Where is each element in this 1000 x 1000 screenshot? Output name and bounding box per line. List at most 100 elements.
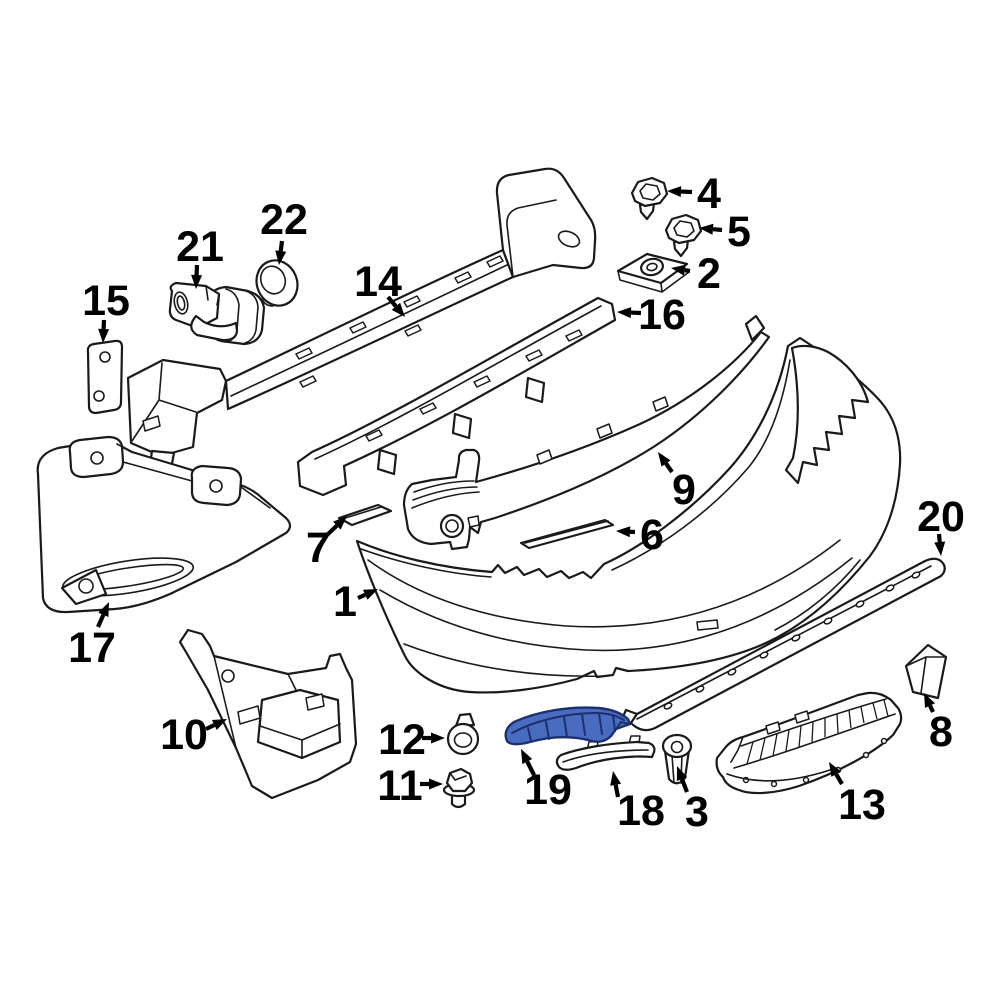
part-16-absorber-bar-detail[interactable] xyxy=(296,296,617,497)
callout-arrowhead-icon[interactable] xyxy=(934,541,946,556)
part-11-bolt-detail[interactable] xyxy=(449,772,467,781)
callout-arrowhead-icon[interactable] xyxy=(658,452,671,467)
callout-arrowhead-icon[interactable] xyxy=(275,250,287,265)
part-12-grommet[interactable] xyxy=(446,712,480,756)
callout-number[interactable]: 7 xyxy=(306,524,330,572)
callout-17[interactable]: 17 xyxy=(68,602,116,672)
callout-18[interactable]: 18 xyxy=(610,771,665,835)
callout-arrowhead-icon[interactable] xyxy=(829,762,841,777)
callout-14[interactable]: 14 xyxy=(354,258,405,317)
part-13-valance-panel-detail[interactable] xyxy=(730,736,744,763)
part-14-impact-bar-detail[interactable] xyxy=(142,415,161,432)
part-1-bumper-cover-detail[interactable] xyxy=(355,336,902,694)
part-5-screw[interactable] xyxy=(664,213,703,258)
part-14-impact-bar-detail[interactable] xyxy=(230,264,508,397)
part-14-impact-bar-detail[interactable] xyxy=(295,255,504,388)
part-7-support-strip[interactable] xyxy=(337,503,393,527)
part-7-support-strip-detail[interactable] xyxy=(341,506,382,520)
part-16-absorber-bar-detail[interactable] xyxy=(365,329,583,442)
callout-arrowhead-icon[interactable] xyxy=(617,307,632,319)
part-22-sensor-ring[interactable] xyxy=(250,254,304,312)
part-19-highlighted-support-detail[interactable] xyxy=(527,712,616,742)
callout-number[interactable]: 15 xyxy=(82,277,130,325)
part-19-highlighted-support[interactable] xyxy=(504,706,632,746)
part-5-screw-detail[interactable] xyxy=(664,213,703,245)
part-11-bolt-detail[interactable] xyxy=(450,793,467,809)
part-1-bumper-cover-detail[interactable] xyxy=(367,539,841,628)
callout-3[interactable]: 3 xyxy=(676,766,709,836)
callout-4[interactable]: 4 xyxy=(667,170,721,218)
callout-number[interactable]: 20 xyxy=(917,493,965,541)
callout-arrow[interactable] xyxy=(324,524,339,538)
callout-6[interactable]: 6 xyxy=(616,511,664,559)
callout-arrowhead-icon[interactable] xyxy=(362,589,378,600)
part-1-bumper-cover-detail[interactable] xyxy=(403,643,607,678)
part-14-impact-bar-detail[interactable] xyxy=(556,228,582,250)
part-22-sensor-ring-detail[interactable] xyxy=(250,254,304,312)
callout-arrowhead-icon[interactable] xyxy=(391,302,405,317)
callout-arrowhead-icon[interactable] xyxy=(431,732,445,744)
part-9-upper-retainer[interactable] xyxy=(402,314,771,551)
part-13-valance-panel-detail[interactable] xyxy=(880,737,888,745)
part-13-valance-panel-detail[interactable] xyxy=(740,698,887,747)
callout-10[interactable]: 10 xyxy=(160,711,227,759)
part-15-plate-detail[interactable] xyxy=(93,390,105,402)
callout-number[interactable]: 6 xyxy=(640,511,664,559)
callout-number[interactable]: 3 xyxy=(685,788,709,836)
callout-number[interactable]: 9 xyxy=(672,466,696,514)
part-22-sensor-ring-detail[interactable] xyxy=(257,263,290,298)
part-7-support-strip-detail[interactable] xyxy=(337,503,393,527)
part-9-upper-retainer-detail[interactable] xyxy=(744,314,766,342)
callout-11[interactable]: 11 xyxy=(377,762,443,810)
part-20-trim-strip-detail[interactable] xyxy=(823,617,833,625)
part-1-bumper-cover-detail[interactable] xyxy=(784,344,870,485)
part-13-valance-panel-detail[interactable] xyxy=(802,776,810,784)
callout-arrow[interactable] xyxy=(96,613,106,628)
part-5-screw-detail[interactable] xyxy=(673,220,695,238)
callout-arrowhead-icon[interactable] xyxy=(191,274,203,289)
callout-number[interactable]: 12 xyxy=(378,716,426,764)
callout-number[interactable]: 8 xyxy=(929,708,953,756)
callout-arrow[interactable] xyxy=(205,723,216,731)
callout-arrow[interactable] xyxy=(357,592,367,600)
part-17-lower-shield-detail[interactable] xyxy=(116,443,271,509)
part-21-parking-sensor-detail[interactable] xyxy=(190,314,239,342)
part-2-clip-nut[interactable] xyxy=(616,252,690,293)
callout-12[interactable]: 12 xyxy=(378,716,445,764)
part-13-valance-panel-detail[interactable] xyxy=(715,691,903,795)
callout-number[interactable]: 1 xyxy=(333,578,357,626)
part-17-lower-shield-detail[interactable] xyxy=(68,435,125,479)
part-9-upper-retainer-detail[interactable] xyxy=(439,513,465,539)
part-15-plate[interactable] xyxy=(86,339,124,415)
part-10-side-bracket-detail[interactable] xyxy=(259,699,341,759)
part-10-side-bracket-detail[interactable] xyxy=(213,655,297,749)
callout-7[interactable]: 7 xyxy=(306,516,347,572)
part-15-plate-detail[interactable] xyxy=(86,339,124,415)
part-20-trim-strip-detail[interactable] xyxy=(885,584,895,592)
callout-number[interactable]: 2 xyxy=(697,250,721,298)
callout-arrow[interactable] xyxy=(936,533,942,543)
part-21-parking-sensor-detail[interactable] xyxy=(176,295,186,311)
callout-arrowhead-icon[interactable] xyxy=(610,771,622,786)
callout-arrowhead-icon[interactable] xyxy=(333,516,347,530)
callout-arrow[interactable] xyxy=(525,760,536,776)
part-1-bumper-cover[interactable] xyxy=(355,336,902,694)
part-20-trim-strip-detail[interactable] xyxy=(663,702,673,710)
callout-arrow[interactable] xyxy=(680,778,689,793)
callout-number[interactable]: 17 xyxy=(68,624,116,672)
part-9-upper-retainer-detail[interactable] xyxy=(445,519,459,533)
callout-arrowhead-icon[interactable] xyxy=(211,719,227,730)
callout-arrowhead-icon[interactable] xyxy=(429,778,443,790)
part-12-grommet-detail[interactable] xyxy=(453,732,473,748)
part-17-lower-shield-detail[interactable] xyxy=(78,578,94,594)
part-19-highlighted-support-detail[interactable] xyxy=(615,721,630,730)
part-13-valance-panel-detail[interactable] xyxy=(746,699,889,765)
part-13-valance-panel-detail[interactable] xyxy=(765,710,810,735)
part-1-bumper-cover-detail[interactable] xyxy=(379,557,853,652)
part-14-impact-bar-detail[interactable] xyxy=(506,199,557,278)
callout-arrowhead-icon[interactable] xyxy=(676,766,688,782)
callout-arrowhead-icon[interactable] xyxy=(667,186,682,198)
callout-arrowhead-icon[interactable] xyxy=(521,749,533,764)
part-18-reflector-strip-detail[interactable] xyxy=(562,749,649,763)
part-20-trim-strip-detail[interactable] xyxy=(636,565,932,720)
